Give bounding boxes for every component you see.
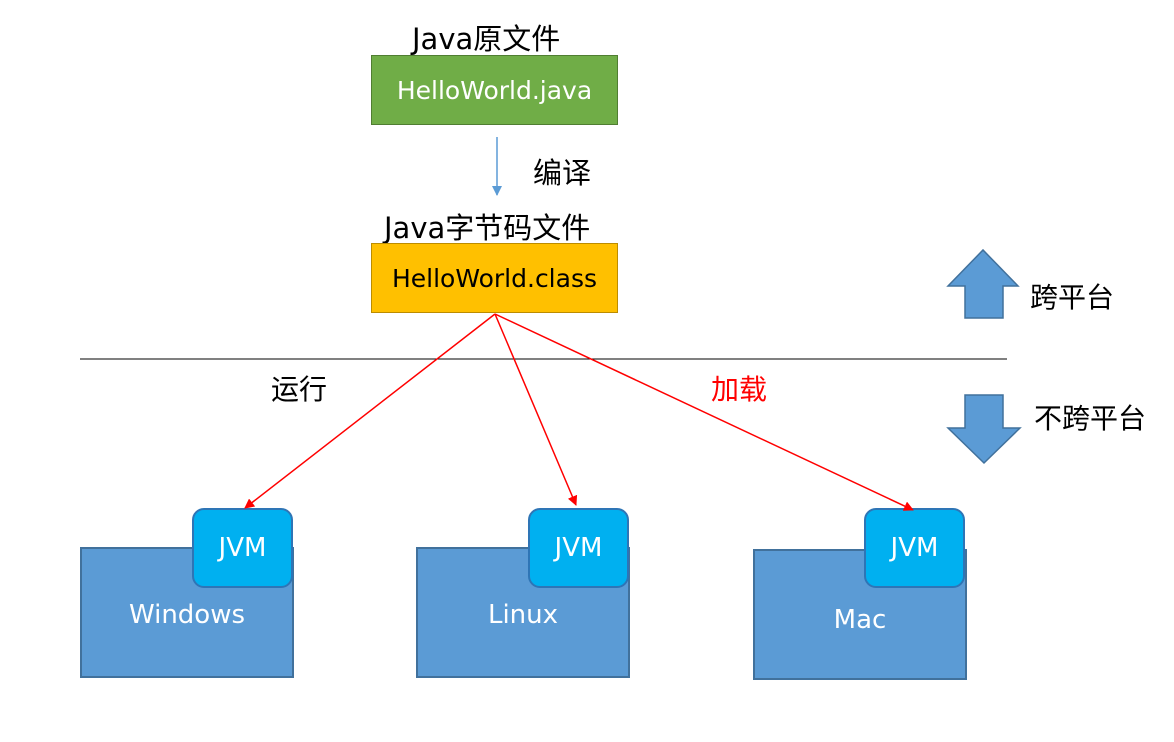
legend-cross-platform-label: 跨平台 — [1030, 281, 1115, 314]
load-arrow-linux — [494, 313, 578, 506]
source-heading: Java原文件 — [412, 22, 561, 56]
jvm-box-mac: JVM — [864, 508, 965, 588]
load-arrow-windows — [244, 313, 496, 509]
os-label-linux: Linux — [487, 600, 559, 630]
load-label: 加载 — [711, 373, 768, 406]
run-label: 运行 — [271, 373, 328, 406]
os-label-windows: Windows — [128, 600, 246, 630]
legend-not-cross-platform-label: 不跨平台 — [1034, 402, 1147, 435]
compile-label: 编译 — [533, 156, 592, 190]
source-file-box: HelloWorld.java — [371, 55, 618, 125]
bytecode-file-box: HelloWorld.class — [371, 243, 618, 313]
load-arrow-mac — [494, 313, 914, 511]
jvm-box-windows: JVM — [192, 508, 293, 588]
bytecode-heading: Java字节码文件 — [384, 211, 591, 245]
os-label-mac: Mac — [833, 604, 887, 635]
jvm-box-linux: JVM — [528, 508, 629, 588]
up-arrow-icon — [946, 248, 1020, 319]
down-arrow-icon — [946, 394, 1022, 465]
